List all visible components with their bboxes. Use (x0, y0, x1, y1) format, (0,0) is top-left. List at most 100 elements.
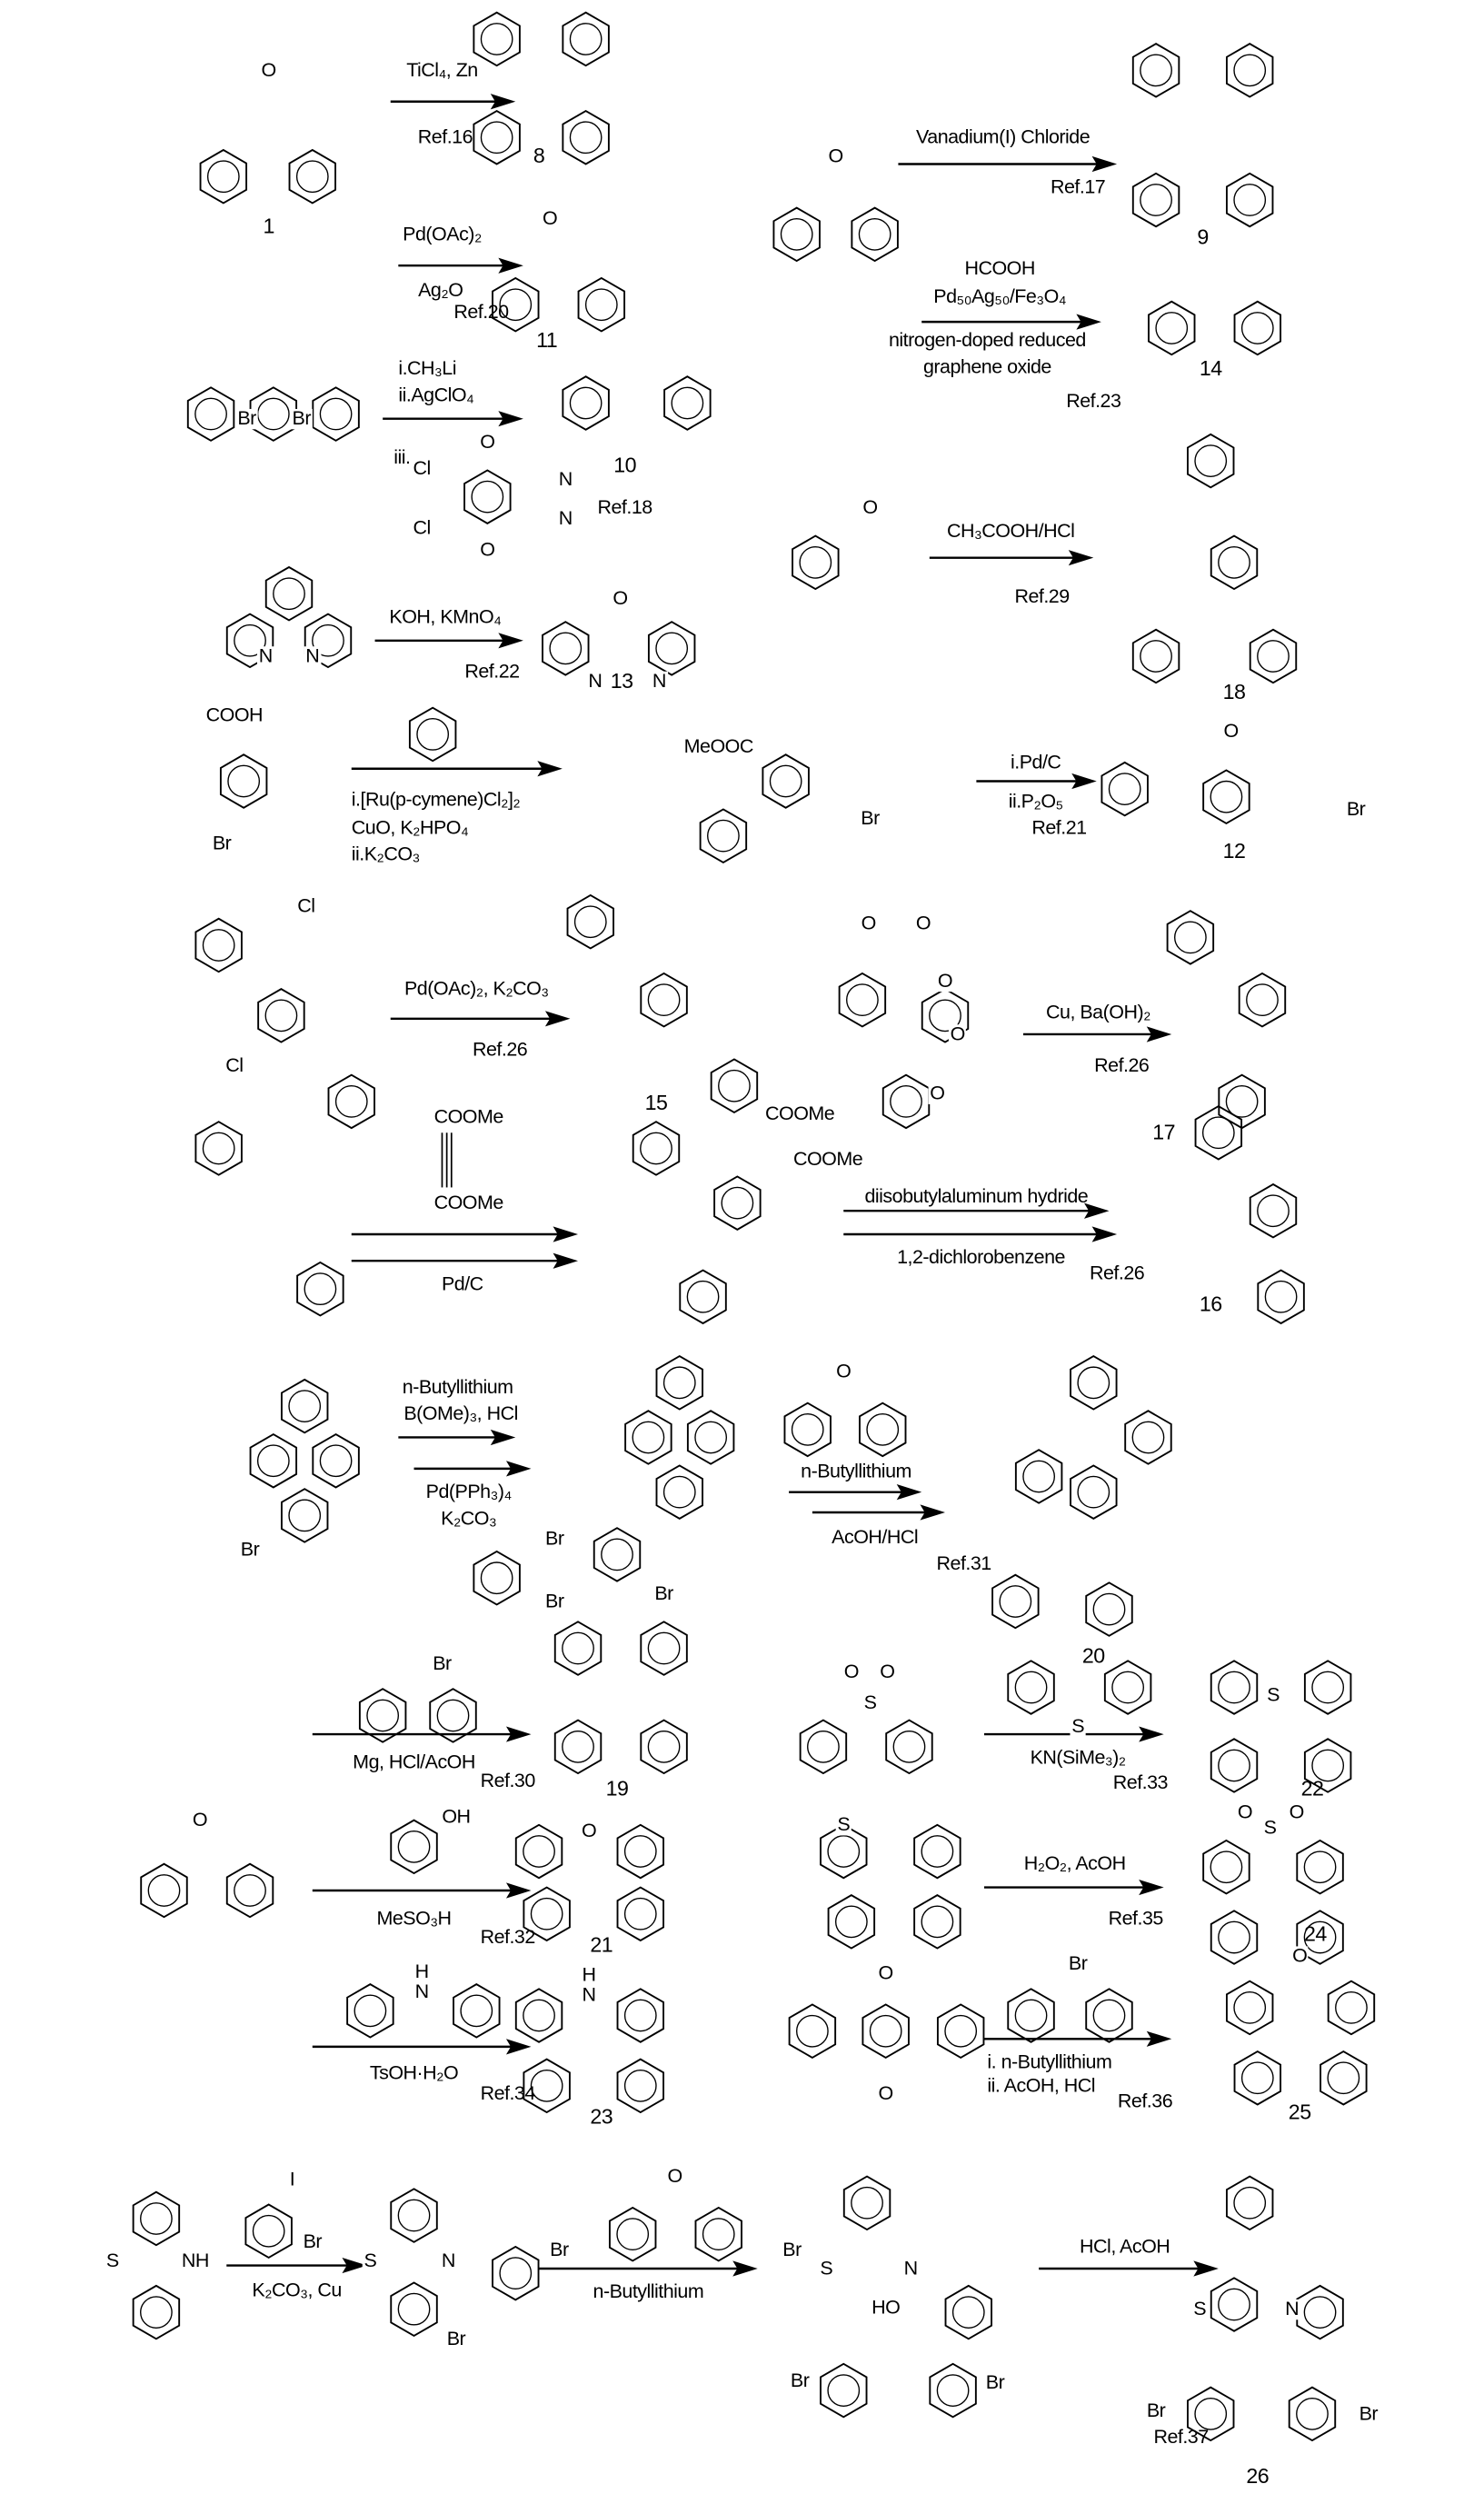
benzene-ring (1101, 761, 1149, 817)
aromatic-bond-circle (460, 1994, 493, 2028)
compound-number: 26 (1246, 2464, 1270, 2489)
benzene-ring (1070, 1464, 1118, 1520)
aromatic-bond-circle (921, 1835, 954, 1868)
aromatic-bond-circle (256, 1444, 290, 1478)
reference-label: Ref.36 (1117, 2090, 1173, 2112)
compound-number: 25 (1288, 2100, 1311, 2124)
benzene-ring (140, 1862, 188, 1919)
benzene-ring (514, 1988, 563, 2043)
aromatic-bond-circle (584, 288, 618, 322)
reference-label: Ref.17 (1051, 175, 1106, 198)
aromatic-bond-circle (890, 1085, 922, 1118)
atom-label: N (651, 670, 668, 693)
aromatic-bond-circle (769, 764, 802, 798)
atom-label: H (580, 1963, 598, 1986)
aromatic-bond-circle (807, 1730, 840, 1763)
reagent-label: ii.P₂O₅ (1008, 790, 1063, 813)
aromatic-bond-circle (616, 2218, 650, 2251)
reference-label: Ref.31 (936, 1552, 992, 1575)
benzene-ring (1202, 769, 1250, 825)
reaction-arrow (789, 1484, 922, 1501)
reaction-arrow (983, 2030, 1172, 2047)
atom-label: O (914, 912, 932, 934)
reaction-arrow (374, 633, 523, 649)
aromatic-bond-circle (944, 2014, 978, 2048)
benzene-ring (553, 1719, 603, 1775)
aromatic-bond-circle (791, 1413, 824, 1446)
aromatic-bond-circle (869, 2014, 902, 2048)
aromatic-bond-circle (623, 1835, 657, 1868)
atom-label: O (859, 912, 878, 934)
atom-label: Br (984, 2371, 1006, 2394)
benzene-ring (1131, 628, 1180, 684)
aromatic-bond-circle (530, 1897, 563, 1930)
atom-label: O (191, 1809, 209, 1831)
compound-number: 1 (263, 214, 274, 238)
atom-label: O (876, 2081, 895, 2105)
aromatic-bond-circle (227, 764, 261, 798)
reference-label: Ref.35 (1108, 1907, 1164, 1930)
benzene-ring (408, 706, 457, 763)
atom-label: Br (301, 2230, 324, 2253)
aromatic-bond-circle (1155, 312, 1189, 344)
atom-label: O (936, 970, 954, 993)
benzene-ring (225, 613, 274, 669)
benzene-ring (1187, 2386, 1235, 2442)
benzene-ring (523, 1886, 571, 1942)
aromatic-bond-circle (1210, 1851, 1243, 1884)
benzene-ring (244, 2203, 293, 2260)
reaction-arrow (398, 1429, 516, 1446)
atom-label: Br (1067, 1952, 1090, 1975)
benzene-ring (264, 565, 314, 622)
reaction-arrow (812, 1504, 945, 1521)
reagent-label: HCl, AcOH (1080, 2235, 1170, 2258)
atom-label: Br (789, 2369, 812, 2392)
atom-label: O (1236, 1801, 1254, 1823)
reagent-label: Pd(PPh₃)₄ (425, 1481, 513, 1503)
reference-label: Ref.21 (1031, 816, 1087, 839)
aromatic-bond-circle (569, 121, 603, 155)
reagent-label: n-Butyllithium (801, 1460, 911, 1482)
benzene-ring (921, 988, 970, 1043)
aromatic-bond-circle (892, 1730, 926, 1763)
benzene-ring (616, 2058, 665, 2114)
benzene-ring (1210, 1910, 1259, 1965)
atom-label: Cl (295, 894, 317, 917)
benzene-ring (762, 753, 810, 809)
benzene-ring (593, 1527, 642, 1582)
compound-number: 21 (590, 1932, 613, 1957)
benzene-ring (1085, 1581, 1133, 1637)
atom-label: Br (235, 407, 258, 430)
atom-label: COOH (204, 703, 264, 726)
atom-label: COOMe (432, 1192, 505, 1214)
aromatic-bond-circle (1218, 2288, 1250, 2321)
benzene-ring (1296, 1839, 1344, 1895)
benzene-ring (936, 2003, 985, 2060)
aromatic-bond-circle (480, 121, 513, 155)
reagent-label: ii.AgClO₄ (398, 384, 474, 406)
benzene-ring (616, 1988, 665, 2043)
atom-label: O (1287, 1801, 1306, 1823)
compound-number: 19 (605, 1776, 629, 1801)
benzene-ring (257, 988, 305, 1043)
reagent-label: Cu, Ba(OH)₂ (1046, 1001, 1150, 1023)
aromatic-bond-circle (929, 999, 961, 1033)
benzene-ring (1288, 2386, 1337, 2442)
benzene-ring (542, 621, 590, 676)
reaction-arrow (539, 2260, 758, 2277)
benzene-ring (913, 1823, 961, 1880)
benzene-ring (1238, 972, 1287, 1028)
aromatic-bond-circle (530, 2069, 563, 2102)
reagent-label: K₂CO₃, Cu (252, 2279, 342, 2301)
reagent-label: n-Butyllithium (593, 2280, 704, 2303)
compound-number: 15 (644, 1091, 668, 1115)
benzene-ring (713, 1175, 762, 1231)
aromatic-bond-circle (623, 1897, 657, 1930)
compound-number: 8 (533, 144, 545, 168)
benzene-ring (1249, 1182, 1298, 1239)
aromatic-bond-circle (647, 1631, 681, 1665)
benzene-ring (686, 1410, 735, 1465)
reaction-arrow (351, 761, 563, 777)
aromatic-bond-circle (1022, 1460, 1056, 1493)
benzene-ring (1210, 1738, 1259, 1793)
